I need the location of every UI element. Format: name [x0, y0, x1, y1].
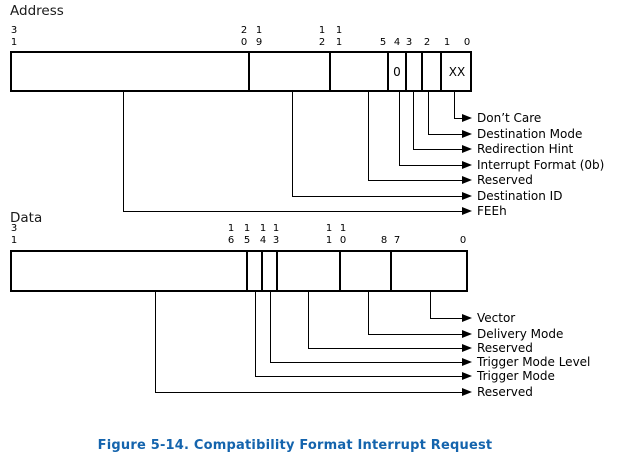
- address-bit-label-20: 2 0: [240, 25, 248, 48]
- data-bit-divider: [246, 252, 248, 290]
- data-bit-divider: [261, 252, 263, 290]
- address-bit-label-12: 1 2: [318, 25, 326, 48]
- field-label-destination-mode: Destination Mode: [477, 127, 583, 141]
- address-bit-label-19: 1 9: [255, 25, 263, 48]
- data-bit-label-13: 1 3: [272, 223, 280, 246]
- data-bit-label-11: 1 1: [325, 223, 333, 246]
- field-label-delivery-mode: Delivery Mode: [477, 327, 564, 341]
- connector-line: [428, 134, 462, 135]
- data-bit-divider: [390, 252, 392, 290]
- connector-line: [368, 180, 462, 181]
- connector-line: [123, 211, 462, 212]
- arrowhead-icon: [462, 207, 472, 215]
- figure-caption: Figure 5-14. Compatibility Format Interr…: [97, 438, 493, 453]
- arrowhead-icon: [462, 130, 472, 138]
- data-bit-label-8: 8: [380, 234, 388, 246]
- address-bit-divider: [248, 53, 250, 90]
- connector-line: [270, 362, 462, 363]
- address-cell-value-dont-care: XX: [448, 64, 466, 79]
- connector-line: [368, 292, 369, 335]
- arrowhead-icon: [462, 176, 472, 184]
- data-bit-label-7: 7: [393, 234, 401, 246]
- address-bit-divider: [387, 53, 389, 90]
- arrowhead-icon: [462, 330, 472, 338]
- address-bit-label-3: 3: [405, 36, 413, 48]
- connector-line: [413, 149, 462, 150]
- field-label-trigger-mode: Trigger Mode: [477, 369, 555, 383]
- data-bit-label-14: 1 4: [259, 223, 267, 246]
- connector-line: [430, 318, 462, 319]
- address-bit-label-5: 5: [379, 36, 387, 48]
- field-label-destination-id: Destination ID: [477, 189, 563, 203]
- arrowhead-icon: [462, 161, 472, 169]
- address-bit-divider: [440, 53, 442, 90]
- data-bit-label-31: 3 1: [10, 223, 18, 246]
- address-bit-label-11: 1 1: [335, 25, 343, 48]
- connector-line: [308, 348, 462, 349]
- field-label-dont-care: Don’t Care: [477, 111, 542, 125]
- connector-line: [270, 292, 271, 363]
- arrowhead-icon: [462, 192, 472, 200]
- field-label-interrupt-format: Interrupt Format (0b): [477, 158, 605, 172]
- connector-line: [428, 92, 429, 135]
- connector-line: [255, 292, 256, 377]
- connector-line: [430, 292, 431, 319]
- arrowhead-icon: [462, 145, 472, 153]
- connector-line: [155, 392, 462, 393]
- data-bit-divider: [339, 252, 341, 290]
- address-cell-value-interrupt-format: 0: [393, 64, 401, 79]
- field-label-data-reserved-high: Reserved: [477, 385, 533, 399]
- address-bit-divider: [329, 53, 331, 90]
- connector-line: [413, 92, 414, 150]
- data-register-title: Data: [10, 210, 43, 226]
- address-bit-label-4: 4: [393, 36, 401, 48]
- data-bit-label-15: 1 5: [243, 223, 251, 246]
- connector-line: [368, 334, 462, 335]
- address-bit-label-2: 2: [423, 36, 431, 48]
- field-label-vector: Vector: [477, 311, 516, 325]
- address-bit-divider: [405, 53, 407, 90]
- arrowhead-icon: [462, 114, 472, 122]
- field-label-address-reserved: Reserved: [477, 173, 533, 187]
- data-register-box: [10, 250, 468, 292]
- connector-line: [255, 376, 462, 377]
- field-label-data-reserved-mid: Reserved: [477, 341, 533, 355]
- address-bit-divider: [421, 53, 423, 90]
- data-bit-label-10: 1 0: [339, 223, 347, 246]
- address-bit-label-31: 3 1: [10, 25, 18, 48]
- connector-line: [292, 92, 293, 197]
- arrowhead-icon: [462, 314, 472, 322]
- connector-line: [155, 292, 156, 393]
- arrowhead-icon: [462, 372, 472, 380]
- arrowhead-icon: [462, 388, 472, 396]
- connector-line: [454, 118, 462, 119]
- data-bit-label-16: 1 6: [227, 223, 235, 246]
- field-label-feeh: FEEh: [477, 204, 507, 218]
- field-label-trigger-mode-level: Trigger Mode Level: [477, 355, 591, 369]
- field-label-redirection-hint: Redirection Hint: [477, 142, 574, 156]
- data-bit-divider: [276, 252, 278, 290]
- address-register-title: Address: [10, 3, 64, 19]
- connector-line: [292, 196, 462, 197]
- connector-line: [399, 92, 400, 166]
- address-register-box: [10, 51, 472, 92]
- address-bit-label-0: 0: [463, 36, 471, 48]
- connector-line: [123, 92, 124, 212]
- address-bit-label-1: 1: [443, 36, 451, 48]
- connector-line: [399, 165, 462, 166]
- arrowhead-icon: [462, 344, 472, 352]
- connector-line: [454, 92, 455, 119]
- arrowhead-icon: [462, 358, 472, 366]
- connector-line: [308, 292, 309, 349]
- connector-line: [368, 92, 369, 181]
- data-bit-label-0: 0: [459, 234, 467, 246]
